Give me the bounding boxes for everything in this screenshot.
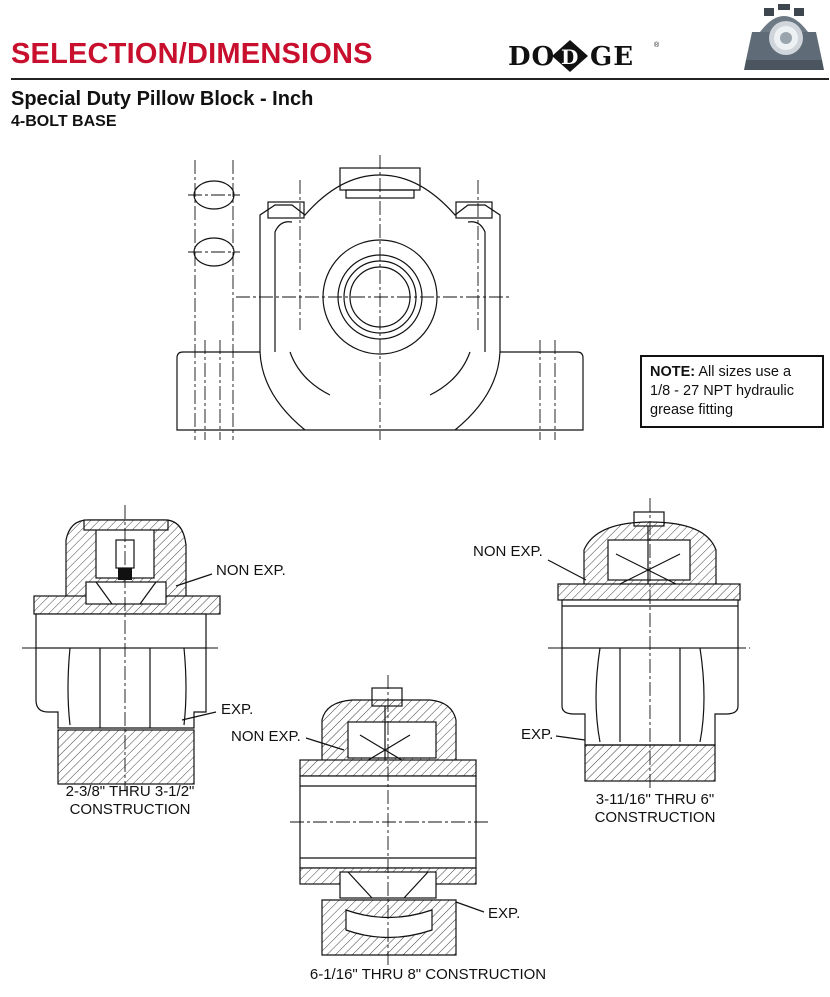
page-title: SELECTION/DIMENSIONS — [11, 38, 373, 70]
non-exp-callout-small: NON EXP. — [216, 562, 286, 579]
section-small-drawing — [22, 505, 221, 790]
section-medium-drawing — [547, 498, 750, 790]
caption-large-line1: 6-1/16" THRU 8" CONSTRUCTION — [309, 966, 547, 983]
section-large-drawing — [290, 675, 490, 968]
svg-text:D: D — [561, 45, 578, 69]
caption-medium: 3-11/16" THRU 6" CONSTRUCTION — [570, 791, 740, 827]
caption-medium-line2: CONSTRUCTION — [594, 809, 716, 826]
front-elevation-drawing — [176, 155, 584, 440]
svg-text:GE: GE — [590, 42, 634, 72]
non-exp-callout-large: NON EXP. — [231, 728, 301, 745]
exp-callout-small: EXP. — [221, 701, 254, 718]
caption-large: 6-1/16" THRU 8" CONSTRUCTION — [288, 966, 568, 984]
exp-callout-large: EXP. — [488, 905, 521, 922]
dodge-logo: DO D GE ® — [508, 40, 660, 72]
registered-mark: ® — [654, 41, 660, 49]
exp-callout-medium: EXP. — [521, 726, 554, 743]
non-exp-callout-medium: NON EXP. — [473, 543, 543, 560]
caption-small: 2-3/8" THRU 3-1/2" CONSTRUCTION — [40, 783, 220, 819]
note-text: All sizes use a 1/8 - 27 NPT hydraulic g… — [650, 364, 794, 418]
pillow-block-photo — [744, 4, 824, 70]
caption-small-line2: CONSTRUCTION — [69, 801, 191, 818]
product-subtitle: Special Duty Pillow Block - Inch — [11, 88, 314, 110]
note-box: NOTE: All sizes use a 1/8 - 27 NPT hydra… — [640, 355, 824, 428]
header-divider — [11, 78, 829, 80]
svg-text:DO: DO — [508, 42, 555, 72]
caption-medium-line1: 3-11/16" THRU 6" — [595, 791, 715, 808]
note-label: NOTE: — [650, 364, 696, 380]
caption-small-line1: 2-3/8" THRU 3-1/2" — [65, 783, 195, 800]
base-type-label: 4-BOLT BASE — [11, 113, 117, 130]
